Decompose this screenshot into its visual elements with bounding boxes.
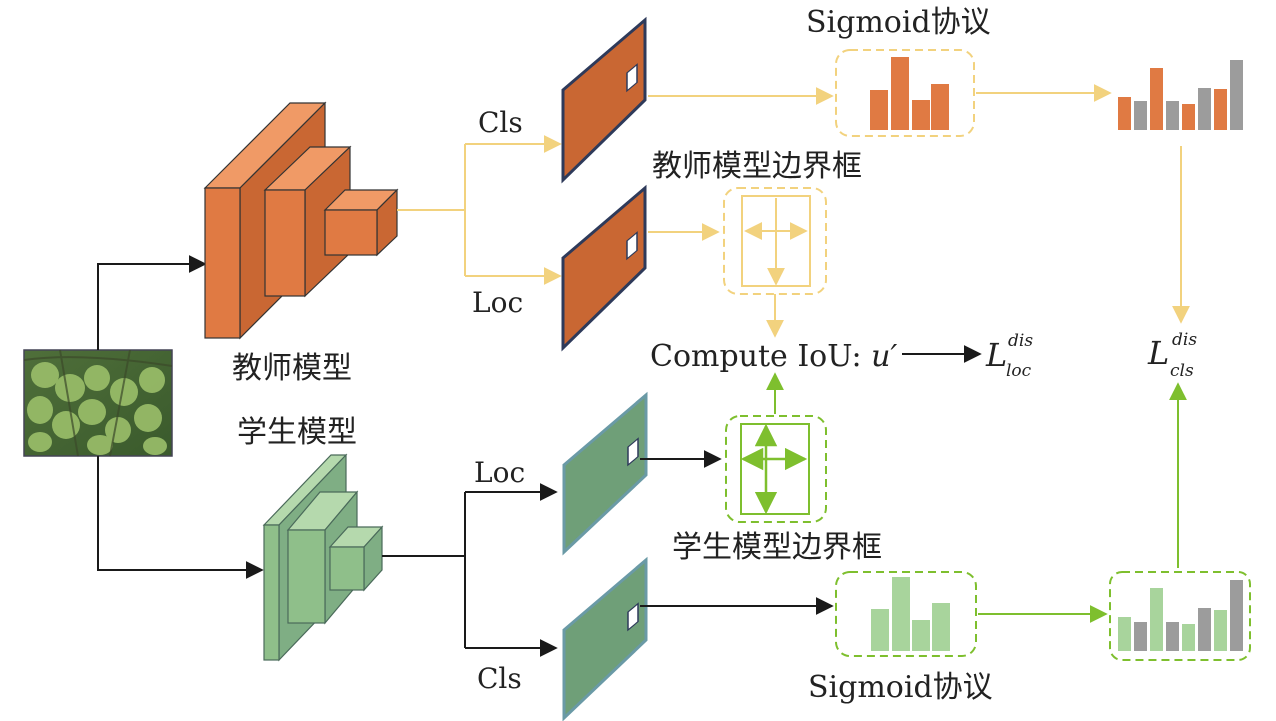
teacher-model-label: 教师模型 (232, 351, 352, 386)
arrow-image-to-student (97, 456, 264, 579)
student-bbox-label: 学生模型边界框 (672, 530, 882, 565)
teacher-loc-label: Loc (472, 286, 523, 319)
loc-loss: L dis loc (985, 331, 1033, 381)
student-cls-feature-map (562, 556, 648, 721)
sigmoid-bottom-label: Sigmoid协议 (808, 670, 993, 705)
loc-loss-sup: dis (1008, 331, 1033, 351)
student-model-label: 学生模型 (237, 415, 357, 450)
student-loc-feature-map (562, 391, 648, 556)
student-model (262, 453, 384, 662)
teacher-bbox-label: 教师模型边界框 (652, 149, 862, 184)
student-bbox (725, 415, 827, 523)
student-trunk (382, 492, 466, 648)
cls-loss: L dis cls (1147, 330, 1197, 381)
compute-iou-text: Compute IoU: (650, 339, 862, 374)
compute-iou-label: Compute IoU: u′ (650, 339, 897, 374)
input-image (23, 349, 173, 457)
teacher-cls-feature-map (561, 16, 647, 184)
sigmoid-top-label: Sigmoid协议 (806, 5, 991, 40)
teacher-trunk (397, 144, 466, 276)
loc-loss-main: L (985, 336, 1007, 374)
teacher-loc-feature-map (561, 184, 647, 352)
teacher-bbox (723, 187, 827, 294)
arrow-image-to-teacher (97, 255, 207, 350)
student-probabilities (1109, 571, 1251, 661)
teacher-probabilities (1118, 60, 1243, 130)
teacher-sigmoid-box (835, 49, 975, 137)
student-sigmoid-box (835, 571, 977, 657)
student-loc-label: Loc (474, 456, 525, 489)
cls-loss-main: L (1147, 334, 1169, 372)
teacher-model (203, 101, 399, 340)
cls-loss-sup: dis (1172, 330, 1197, 350)
loc-loss-sub: loc (1006, 361, 1032, 381)
cls-loss-sub: cls (1170, 361, 1194, 381)
compute-iou-var: u′ (871, 339, 897, 374)
teacher-cls-label: Cls (478, 106, 523, 139)
student-cls-label: Cls (477, 662, 522, 695)
